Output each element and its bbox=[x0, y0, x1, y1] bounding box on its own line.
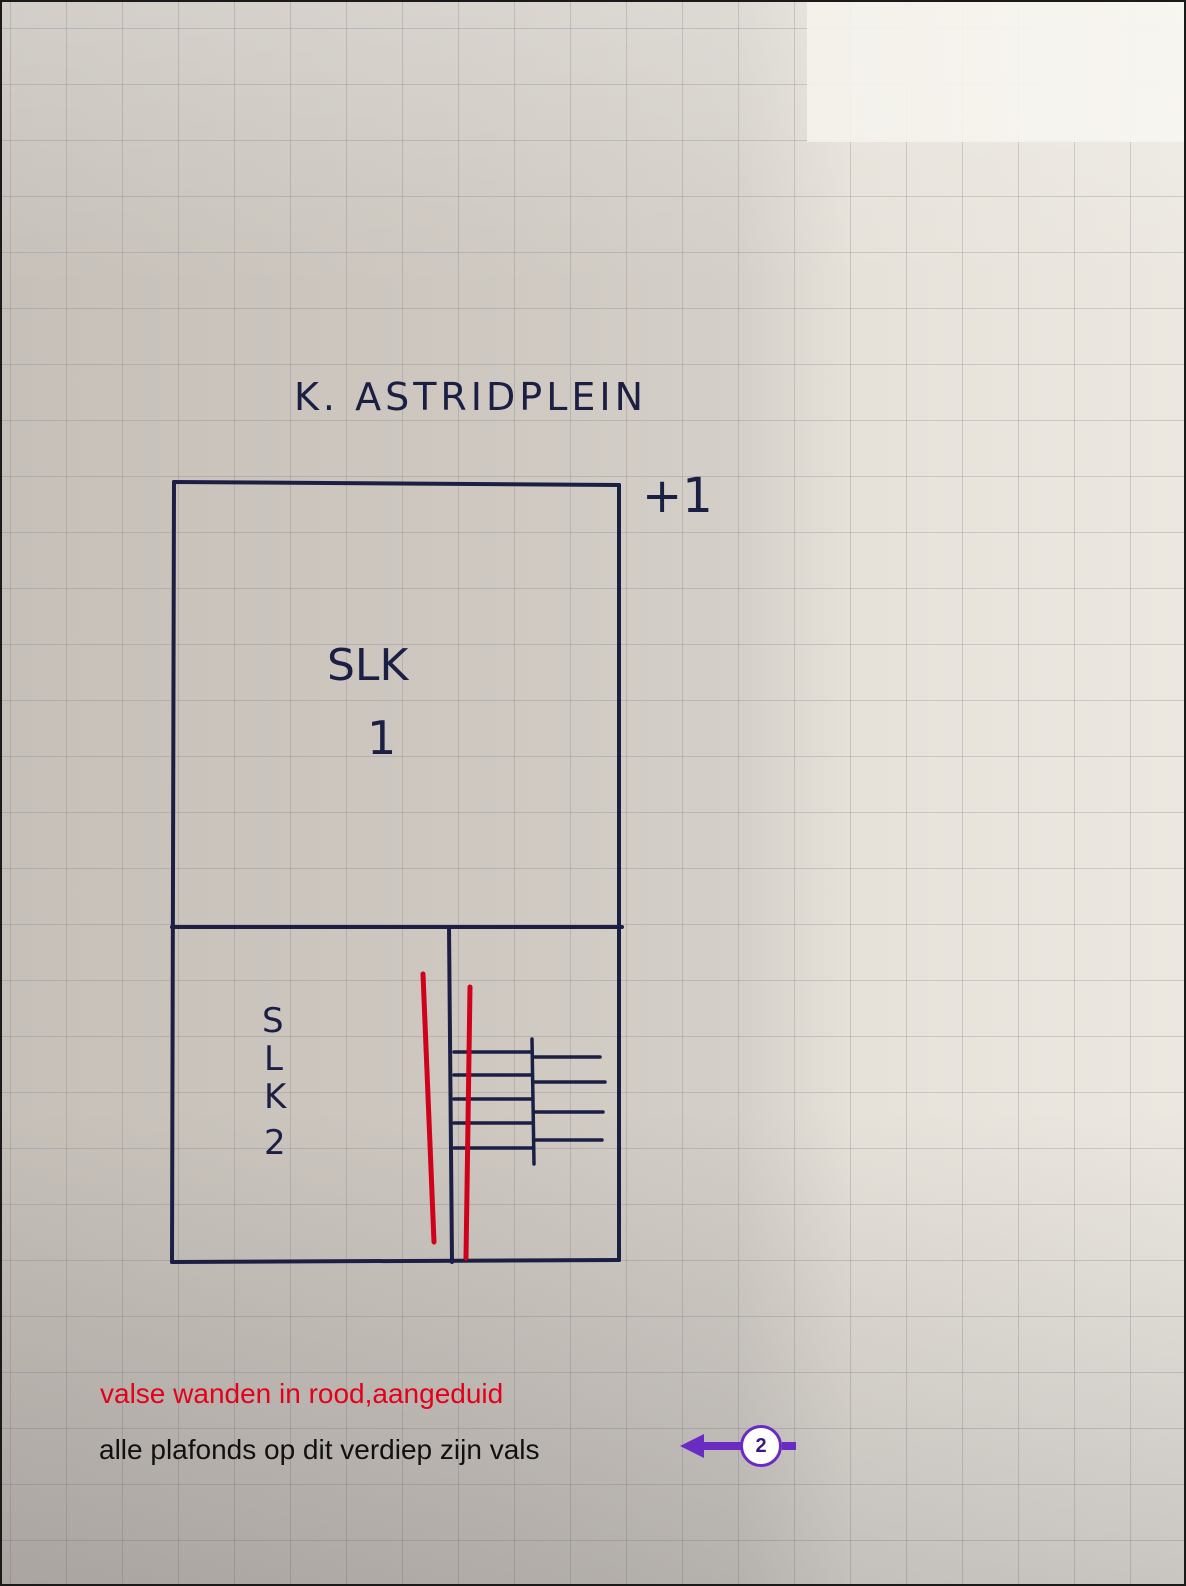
false-ceilings-note: alle plafonds op dit verdiep zijn vals bbox=[99, 1434, 540, 1465]
annotation-marker[interactable]: 2 bbox=[740, 1425, 782, 1467]
room-label-letter: L bbox=[264, 1039, 283, 1079]
room-label-letter: 2 bbox=[264, 1123, 286, 1163]
room-label-letter: K bbox=[264, 1077, 288, 1117]
wall-divider-vertical bbox=[447, 925, 454, 1264]
wall-bottom bbox=[170, 1258, 621, 1264]
false-wall-line bbox=[420, 971, 437, 1245]
marker-arrow-icon bbox=[680, 1434, 796, 1458]
staircase bbox=[452, 1037, 607, 1166]
room-label-slk-2: S L K 2 bbox=[262, 1001, 288, 1163]
false-wall-line bbox=[463, 984, 473, 1261]
floor-outline bbox=[170, 480, 624, 1264]
street-label: K. ASTRIDPLEIN bbox=[294, 375, 647, 419]
stair-stringer bbox=[530, 1037, 536, 1166]
false-walls-note: valse wanden in rood,aangeduid bbox=[100, 1378, 504, 1409]
false-walls bbox=[420, 971, 473, 1261]
light-patch bbox=[807, 2, 1184, 142]
room-label-line: SLK bbox=[327, 640, 409, 691]
wall-left bbox=[170, 480, 176, 1264]
room-label-slk-1: SLK 1 bbox=[327, 640, 409, 765]
room-label-number: 1 bbox=[367, 711, 396, 765]
wall-top bbox=[172, 480, 621, 487]
floor-label: +1 bbox=[642, 468, 713, 524]
room-label-letter: S bbox=[262, 1001, 284, 1041]
